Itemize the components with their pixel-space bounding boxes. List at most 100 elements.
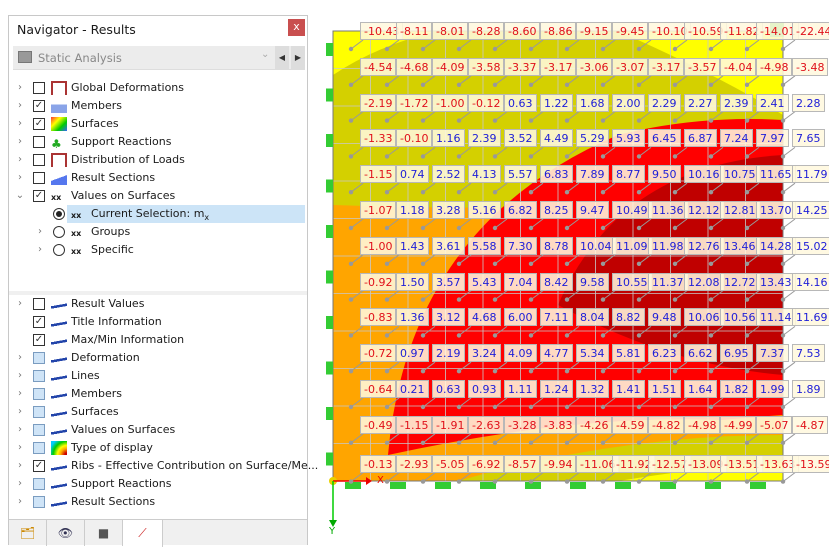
leader-line xyxy=(350,361,364,372)
expand-icon[interactable]: › xyxy=(18,406,22,417)
mesh-node xyxy=(348,190,354,195)
expand-icon[interactable]: ⌄ xyxy=(15,190,25,201)
display-item[interactable]: ›Members xyxy=(9,385,307,403)
checkbox[interactable] xyxy=(33,424,45,436)
leader-line xyxy=(350,397,364,408)
checkbox[interactable] xyxy=(33,82,45,94)
display-item[interactable]: ›Surfaces xyxy=(9,403,307,421)
checkbox[interactable] xyxy=(33,352,45,364)
expand-icon[interactable]: › xyxy=(18,352,22,363)
checkbox[interactable]: ✓ xyxy=(33,334,45,346)
leader-line xyxy=(386,290,400,301)
view-tab[interactable]: 👁 xyxy=(47,520,85,546)
expand-icon[interactable]: › xyxy=(18,370,22,381)
checkbox[interactable] xyxy=(33,172,45,184)
tree-item[interactable]: ›Global Deformations xyxy=(9,79,307,97)
mesh-node xyxy=(708,190,714,195)
expand-icon[interactable]: › xyxy=(38,244,42,255)
tree-item[interactable]: ›Distribution of Loads xyxy=(9,151,307,169)
mesh-node xyxy=(708,82,714,88)
display-item[interactable]: ›Values on Surfaces xyxy=(9,421,307,439)
expand-icon[interactable]: › xyxy=(18,442,22,453)
checkbox[interactable]: ✓ xyxy=(33,100,45,112)
expand-icon[interactable]: › xyxy=(18,100,22,111)
leader-line xyxy=(422,75,436,86)
load-case-combo[interactable]: Static Analysis ⌄ ◀ ▶ xyxy=(13,46,305,70)
value-label: 12.76 xyxy=(684,236,724,255)
expand-icon[interactable]: › xyxy=(18,82,22,93)
value-label: 14.28 xyxy=(756,236,796,255)
radio-button[interactable] xyxy=(53,244,65,256)
display-item[interactable]: ›Result Values xyxy=(9,295,307,313)
close-button[interactable]: x xyxy=(288,19,305,36)
checkbox[interactable] xyxy=(33,442,45,454)
expand-icon[interactable]: › xyxy=(18,154,22,165)
expand-icon[interactable]: › xyxy=(18,478,22,489)
expand-icon[interactable]: › xyxy=(18,172,22,183)
mesh-node xyxy=(600,404,606,410)
expand-icon[interactable]: › xyxy=(18,424,22,435)
chevron-down-icon[interactable]: ⌄ xyxy=(261,49,270,60)
leader-line xyxy=(530,325,544,336)
radio-button[interactable] xyxy=(53,226,65,238)
expand-icon[interactable]: › xyxy=(18,388,22,399)
checkbox[interactable]: ✓ xyxy=(33,316,45,328)
display-item[interactable]: ›Type of display xyxy=(9,439,307,457)
checkbox[interactable] xyxy=(33,388,45,400)
checkbox[interactable] xyxy=(33,154,45,166)
expand-icon[interactable]: › xyxy=(18,298,22,309)
value-label: 3.61 xyxy=(432,236,465,255)
leader-line xyxy=(422,290,436,301)
line-support-icon xyxy=(615,482,631,489)
expand-icon[interactable]: › xyxy=(18,136,22,147)
tree-item[interactable]: ›Result Sections xyxy=(9,169,307,187)
radio-button[interactable] xyxy=(53,208,65,220)
value-label: -4.54 xyxy=(360,57,397,76)
expand-icon[interactable]: › xyxy=(18,118,22,129)
mesh-node xyxy=(708,479,714,484)
members-icon xyxy=(51,99,67,113)
data-tab[interactable]: 🗂 xyxy=(9,520,47,546)
value-label: 2.52 xyxy=(432,165,465,184)
display-item[interactable]: ›Result Sections xyxy=(9,493,307,511)
checkbox[interactable]: ✓ xyxy=(33,118,45,130)
value-label: 1.43 xyxy=(396,236,429,255)
checkbox[interactable] xyxy=(33,298,45,310)
mesh-node xyxy=(600,333,606,338)
checkbox[interactable]: ✓ xyxy=(33,190,45,202)
display-item[interactable]: ›Lines xyxy=(9,367,307,385)
checkbox[interactable] xyxy=(33,406,45,418)
display-item[interactable]: ✓Title Information xyxy=(9,313,307,331)
tree-item[interactable]: ›♣Support Reactions xyxy=(9,133,307,151)
checkbox[interactable] xyxy=(33,370,45,382)
display-item[interactable]: ›Deformation xyxy=(9,349,307,367)
display-item[interactable]: ›Support Reactions xyxy=(9,475,307,493)
results-tab[interactable]: ⟋ xyxy=(123,520,163,547)
expand-icon[interactable]: › xyxy=(38,226,42,237)
tree-item[interactable]: ›✓Members xyxy=(9,97,307,115)
camera-tab[interactable]: ■ xyxy=(85,520,123,546)
expand-icon[interactable]: › xyxy=(18,496,22,507)
mesh-node xyxy=(672,118,678,123)
checkbox[interactable] xyxy=(33,478,45,490)
mesh-node xyxy=(528,261,534,266)
expand-icon[interactable]: › xyxy=(18,460,22,471)
value-label: -0.12 xyxy=(468,93,505,112)
mesh-node xyxy=(348,440,354,445)
checkbox[interactable] xyxy=(33,136,45,148)
checkbox[interactable]: ✓ xyxy=(33,460,45,472)
tree-item[interactable]: ›✓Surfaces xyxy=(9,115,307,133)
model-viewport[interactable]: X Y -10.43-8.11-8.01-8.28-8.60-8.86-9.15… xyxy=(318,15,829,558)
next-arrow-icon[interactable]: ▶ xyxy=(291,46,305,70)
mesh-node xyxy=(384,333,390,338)
value-label: 4.68 xyxy=(468,308,501,327)
checkbox[interactable] xyxy=(33,496,45,508)
display-item[interactable]: ✓Max/Min Information xyxy=(9,331,307,349)
display-item[interactable]: ›✓Ribs - Effective Contribution on Surfa… xyxy=(9,457,318,475)
previous-arrow-icon[interactable]: ◀ xyxy=(275,46,289,70)
mesh-node xyxy=(528,154,534,159)
